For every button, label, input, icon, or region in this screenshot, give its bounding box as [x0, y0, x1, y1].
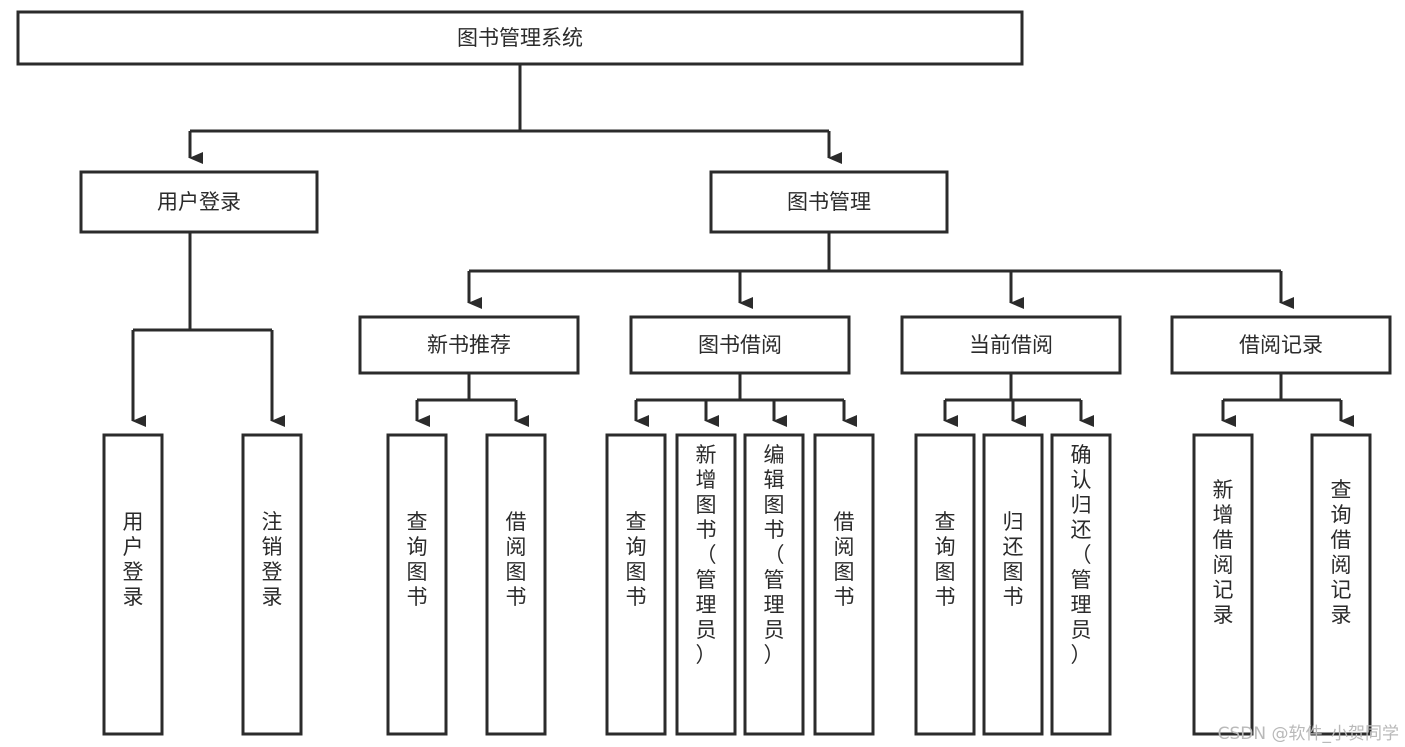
leaf-box-add-book-admin[interactable]	[675, 433, 737, 736]
node-root[interactable]: 图书管理系统	[16, 10, 1024, 66]
leaf-box-borrow-book-2[interactable]	[813, 433, 875, 736]
node-user-login-box[interactable]	[79, 170, 319, 234]
node-new-book-recommend[interactable]: 新书推荐	[358, 315, 580, 375]
node-root-label: 图书管理系统	[457, 26, 583, 50]
csdn-watermark: CSDN @软件_小贺同学	[1217, 724, 1399, 744]
node-book-manage[interactable]: 图书管理	[709, 170, 949, 234]
leaf-box-user-login[interactable]	[102, 433, 164, 736]
node-root-box[interactable]	[16, 10, 1024, 66]
connectors	[131, 64, 1354, 427]
leaf-box-return-book[interactable]	[982, 433, 1044, 736]
leaf-boxes	[102, 433, 1372, 736]
node-book-borrow[interactable]: 图书借阅	[629, 315, 851, 375]
node-current-borrow-label: 当前借阅	[969, 333, 1053, 357]
node-book-manage-box[interactable]	[709, 170, 949, 234]
leaf-box-confirm-return[interactable]	[1050, 433, 1112, 736]
node-current-borrow-box[interactable]	[900, 315, 1122, 375]
node-book-borrow-box[interactable]	[629, 315, 851, 375]
leaf-box-query-book-2[interactable]	[605, 433, 667, 736]
leaf-box-edit-book-admin[interactable]	[743, 433, 805, 736]
node-new-book-recommend-box[interactable]	[358, 315, 580, 375]
leaf-box-query-book-3[interactable]	[914, 433, 976, 736]
node-borrow-record[interactable]: 借阅记录	[1170, 315, 1392, 375]
node-borrow-record-box[interactable]	[1170, 315, 1392, 375]
node-book-borrow-label: 图书借阅	[698, 333, 782, 357]
node-current-borrow[interactable]: 当前借阅	[900, 315, 1122, 375]
node-user-login[interactable]: 用户登录	[79, 170, 319, 234]
node-book-manage-label: 图书管理	[787, 190, 871, 214]
leaf-box-borrow-book-1[interactable]	[485, 433, 547, 736]
node-user-login-label: 用户登录	[157, 190, 241, 214]
leaf-box-logout[interactable]	[241, 433, 303, 736]
leaf-box-add-record[interactable]	[1192, 433, 1254, 736]
node-new-book-recommend-label: 新书推荐	[427, 333, 511, 357]
leaf-box-query-record[interactable]	[1310, 433, 1372, 736]
node-borrow-record-label: 借阅记录	[1239, 333, 1323, 357]
leaf-box-query-book-1[interactable]	[386, 433, 448, 736]
